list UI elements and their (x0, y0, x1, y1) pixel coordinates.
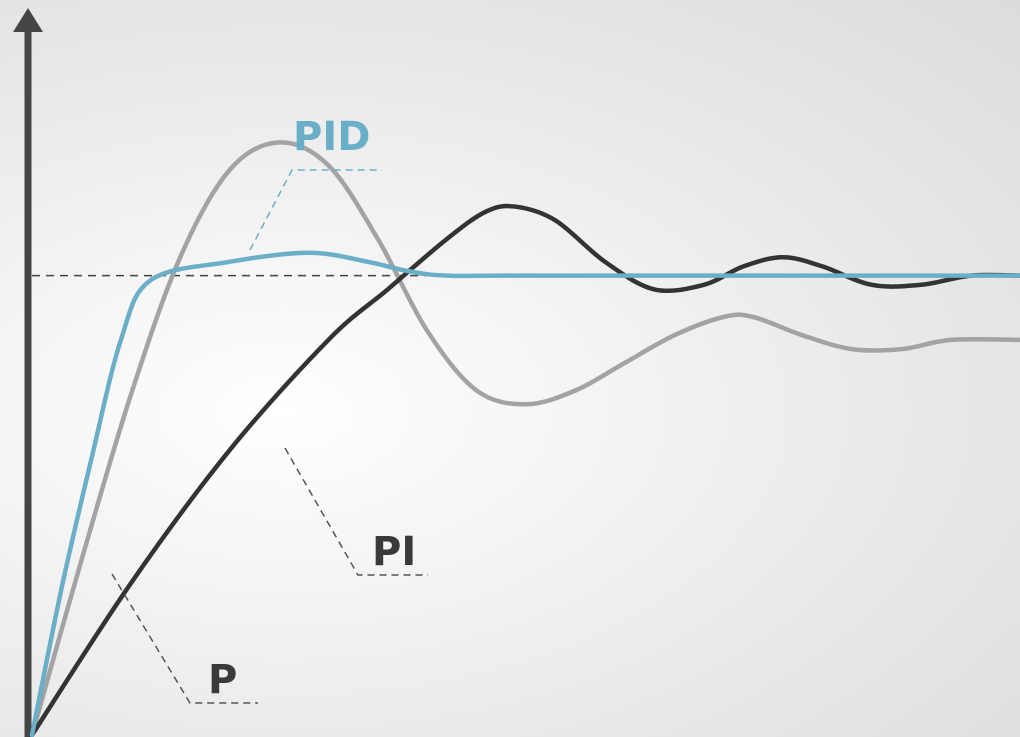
series-lines (29, 140, 1020, 737)
series-label-p: P (208, 657, 237, 703)
label-leaders (111, 169, 428, 704)
leader-line-p (111, 573, 258, 704)
series-line-pid (29, 250, 1020, 737)
y-axis-arrow (13, 8, 43, 32)
axes (13, 8, 43, 737)
series-line-pi (29, 203, 1020, 737)
series-label-pid: PID (293, 114, 370, 160)
series-label-pi: PI (372, 529, 416, 575)
leader-line-pi (284, 447, 428, 576)
series-labels: P PI PID (208, 114, 416, 703)
leader-line-pid (249, 169, 382, 251)
series-line-p (29, 140, 1020, 737)
